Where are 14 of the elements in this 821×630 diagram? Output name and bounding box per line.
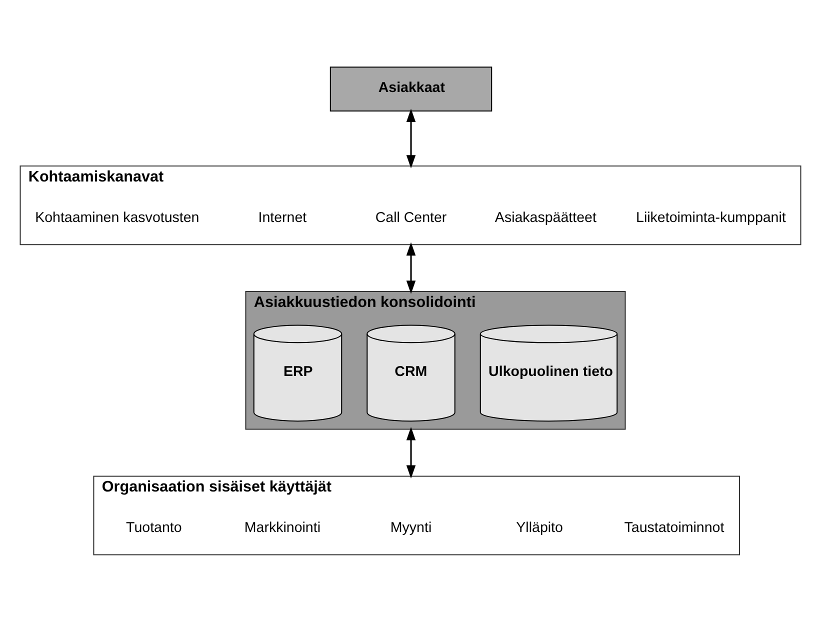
node-text: Myynti xyxy=(390,520,432,536)
node-text: Asiakaspäätteet xyxy=(494,210,596,226)
node-text: Liiketoiminta-kumppanit xyxy=(636,210,786,226)
arrow xyxy=(406,426,416,479)
arrow xyxy=(406,242,416,294)
node-text: Ylläpito xyxy=(516,520,563,536)
node-box: Asiakkaat xyxy=(330,66,492,112)
node-text: Taustatoiminnot xyxy=(624,520,724,536)
node-text: Call Center xyxy=(375,210,447,226)
node-text: Tuotanto xyxy=(126,520,182,536)
node-text: Markkinointi xyxy=(244,520,321,536)
node-text: Internet xyxy=(258,210,307,226)
node-text: Kohtaaminen kasvotusten xyxy=(35,210,200,226)
arrow xyxy=(406,108,416,168)
